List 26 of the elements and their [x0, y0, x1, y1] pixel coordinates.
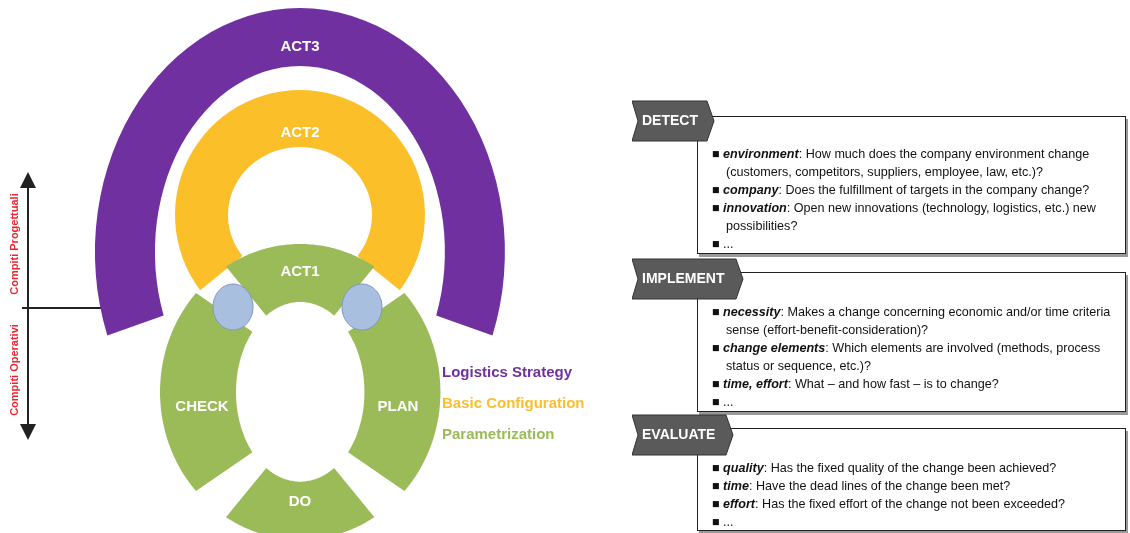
legend-text: Logistics Strategy	[442, 363, 573, 380]
bullet-item: ■ ...	[712, 236, 735, 253]
bullet-item: ■ innovation: Open new innovations (technology, logistics, etc.) new possibilities?	[712, 200, 1097, 235]
segment-label: ACT3	[280, 36, 320, 54]
bullet-item: ■ time, effort: What – and how fast – is to change?	[712, 376, 1000, 393]
axis-label: Compiti Progettuali	[8, 193, 20, 295]
bullet-item: ■ ...	[712, 394, 735, 411]
bullet-item: ■ necessity: Makes a change concerning economic and/or time criteria sense (effort-benefit-consideration)?	[712, 304, 1112, 339]
bullet-item: ■ environment: How much does the company environment change (customers, competitors, suppliers, employee, law, etc.)?	[712, 146, 1091, 181]
legend-text: Parametrization	[442, 425, 555, 442]
bullet-item: ■ effort: Has the fixed effort of the change not been exceeded?	[712, 496, 1066, 513]
bullet-item: ■ change elements: Which elements are involved (methods, process status or sequence, etc.)?	[712, 340, 1102, 375]
segment-label: ACT2	[280, 122, 320, 140]
segment-label: CHECK	[175, 396, 229, 414]
section-heading: IMPLEMENT	[642, 270, 725, 286]
segment-label: ACT1	[280, 261, 320, 279]
axis-label: Compiti Operativi	[8, 324, 20, 416]
legend-text: Basic Configuration	[442, 394, 585, 411]
section-heading: EVALUATE	[642, 426, 716, 442]
bullet-item: ■ ...	[712, 514, 735, 531]
bullet-item: ■ time: Have the dead lines of the change been met?	[712, 478, 1012, 495]
segment-label: DO	[288, 491, 312, 509]
segment-label: PLAN	[377, 396, 419, 414]
bullet-item: ■ quality: Has the fixed quality of the change been achieved?	[712, 460, 1058, 477]
bullet-item: ■ company: Does the fulfillment of targets in the company change?	[712, 182, 1091, 199]
section-heading: DETECT	[642, 112, 698, 128]
